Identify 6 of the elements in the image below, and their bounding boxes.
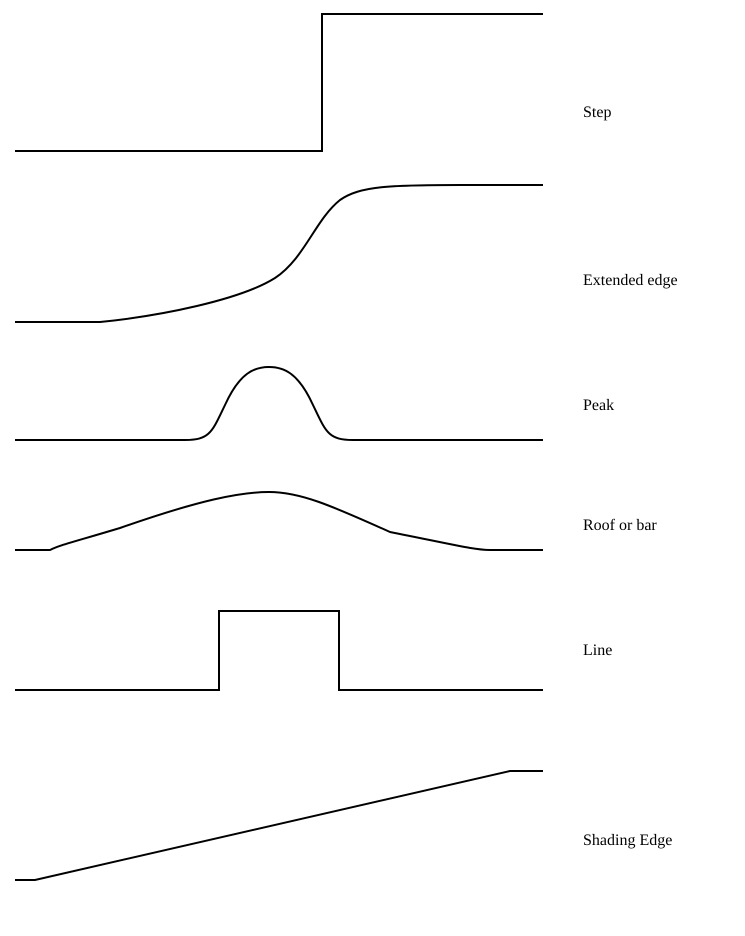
profile-label: Extended edge [583,272,678,290]
profile-label: Peak [583,397,614,415]
profile-label: Shading Edge [583,832,672,850]
profile-label: Roof or bar [583,517,657,535]
profile-label: Line [583,642,612,660]
profile-label: Step [583,104,612,122]
